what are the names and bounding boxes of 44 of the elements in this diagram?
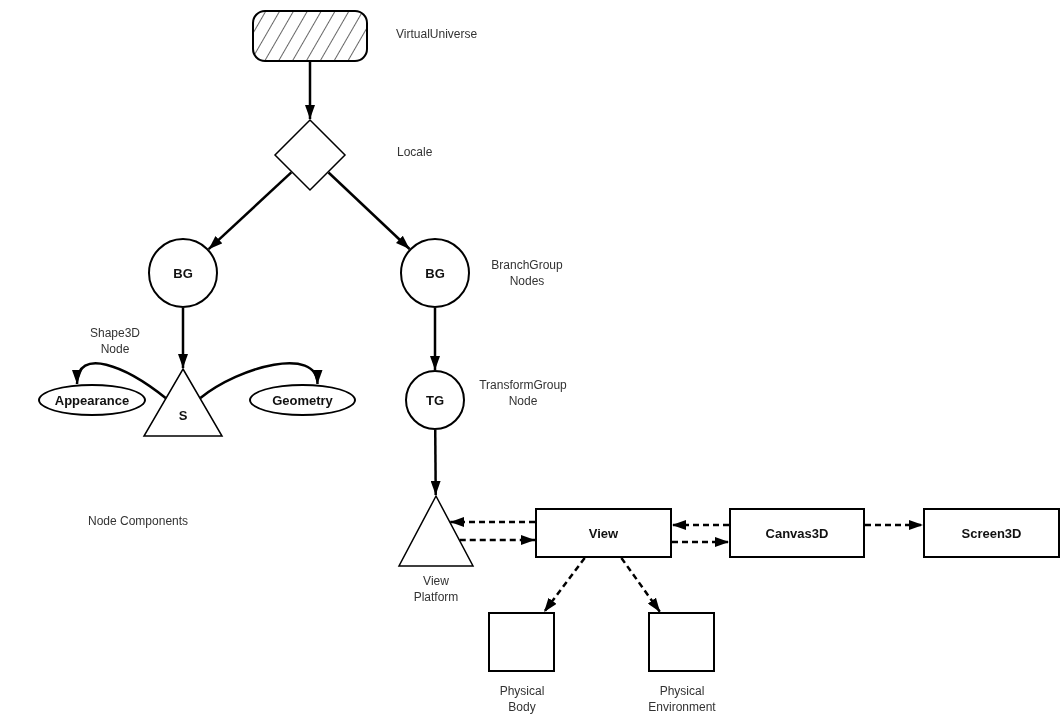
arrow	[430, 308, 440, 370]
node-caption: Locale	[397, 145, 434, 161]
circle-node	[405, 370, 465, 430]
box	[535, 508, 672, 558]
arrow	[672, 520, 729, 530]
triangle-node	[143, 368, 223, 437]
node-label: View	[588, 525, 619, 541]
box	[729, 508, 865, 558]
node-label: Screen3D	[961, 525, 1022, 541]
node-caption: Physical Environment	[647, 684, 717, 716]
node-label: Geometry	[272, 392, 333, 408]
group-label: Node Components	[88, 514, 190, 530]
arrow	[543, 557, 586, 613]
node-caption: VirtualUniverse	[396, 27, 479, 43]
box	[648, 612, 715, 672]
arrow	[459, 535, 535, 545]
arrow	[865, 520, 923, 530]
node-label: BG	[173, 265, 193, 281]
ellipse-node	[38, 384, 146, 416]
diamond-node	[274, 119, 346, 191]
hatched-rounded-box	[252, 10, 368, 62]
arrow	[430, 430, 441, 495]
node-label: S	[178, 408, 188, 423]
arrow	[305, 62, 315, 119]
node-label: BG	[425, 265, 445, 281]
arrow	[207, 171, 293, 251]
node-caption: View Platform	[412, 574, 460, 606]
arrow	[327, 171, 411, 250]
arrow	[178, 308, 188, 368]
node-label: TG	[425, 392, 445, 408]
node-label: Canvas3D	[765, 525, 829, 541]
box	[923, 508, 1060, 558]
box	[488, 612, 555, 672]
arrow	[199, 362, 320, 399]
arrow	[73, 362, 167, 399]
node-label: Appearance	[54, 392, 130, 408]
node-caption: Physical Body	[498, 684, 546, 716]
group-label: BranchGroup Nodes	[490, 258, 564, 290]
node-caption: Shape3D Node	[88, 326, 141, 358]
node-caption: TransformGroup Node	[478, 378, 568, 410]
arrow	[672, 537, 729, 547]
arrow	[450, 517, 535, 527]
triangle-node	[398, 495, 474, 567]
arrow	[620, 557, 662, 613]
